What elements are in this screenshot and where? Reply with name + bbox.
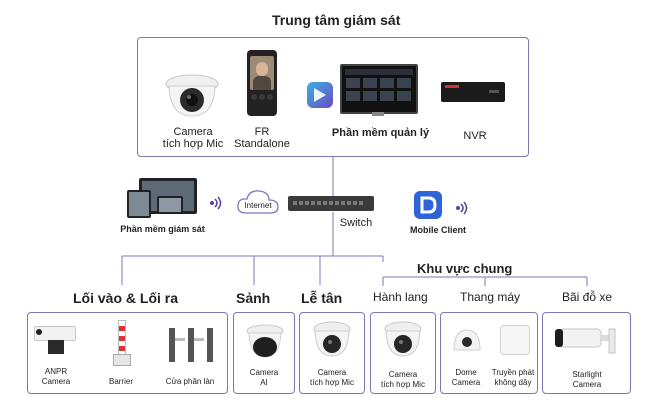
zone-title-elevator: Thang máy <box>460 290 521 304</box>
mini-dome-camera-icon <box>452 326 482 354</box>
zone-title-entrance: Lối vào & Lối ra <box>73 290 179 306</box>
monitoring-software-label: Phần mềm giám sát <box>120 224 205 234</box>
zone-title-parking: Bãi đỗ xe <box>562 290 613 304</box>
mobile-client-app-icon <box>414 191 442 219</box>
parking-box <box>542 312 631 394</box>
zone-title-common: Khu vực chung <box>417 261 513 276</box>
internet-cloud-icon <box>236 187 280 217</box>
barrier-label: Barrier <box>108 377 133 386</box>
dome-camera-icon <box>164 72 220 118</box>
turnstile-icon <box>167 324 217 364</box>
bullet-camera-icon <box>555 323 619 355</box>
ai-dome-camera-icon <box>245 323 285 359</box>
management-monitor-icon <box>340 64 418 114</box>
mic-dome-camera-icon <box>383 320 423 358</box>
mobile-client-label: Mobile Client <box>410 225 466 235</box>
zone-title-reception: Lễ tân <box>301 290 343 306</box>
management-software-label: Phần mềm quản lý <box>331 127 430 139</box>
wireless-icon <box>210 195 222 211</box>
dss-software-icon <box>307 82 333 108</box>
network-switch-icon <box>288 196 374 211</box>
face-recognition-terminal-icon <box>247 50 277 116</box>
zone-title-hallway: Hành lang <box>373 290 428 304</box>
mic-dome-camera-icon <box>312 320 352 358</box>
turnstile-label: Cửa phân làn <box>165 377 215 386</box>
monitoring-devices-icon <box>127 178 199 218</box>
switch-label: Switch <box>339 217 373 229</box>
barrier-icon <box>110 320 132 366</box>
wireless-icon <box>456 200 468 216</box>
anpr-camera-icon <box>34 326 76 354</box>
wireless-transmitter-icon <box>500 325 530 355</box>
zone-title-lobby: Sảnh <box>236 290 271 306</box>
internet-label: Internet <box>244 201 272 210</box>
nvr-label: NVR <box>463 130 487 142</box>
center-title: Trung tâm giám sát <box>272 12 401 28</box>
nvr-icon <box>441 82 505 102</box>
